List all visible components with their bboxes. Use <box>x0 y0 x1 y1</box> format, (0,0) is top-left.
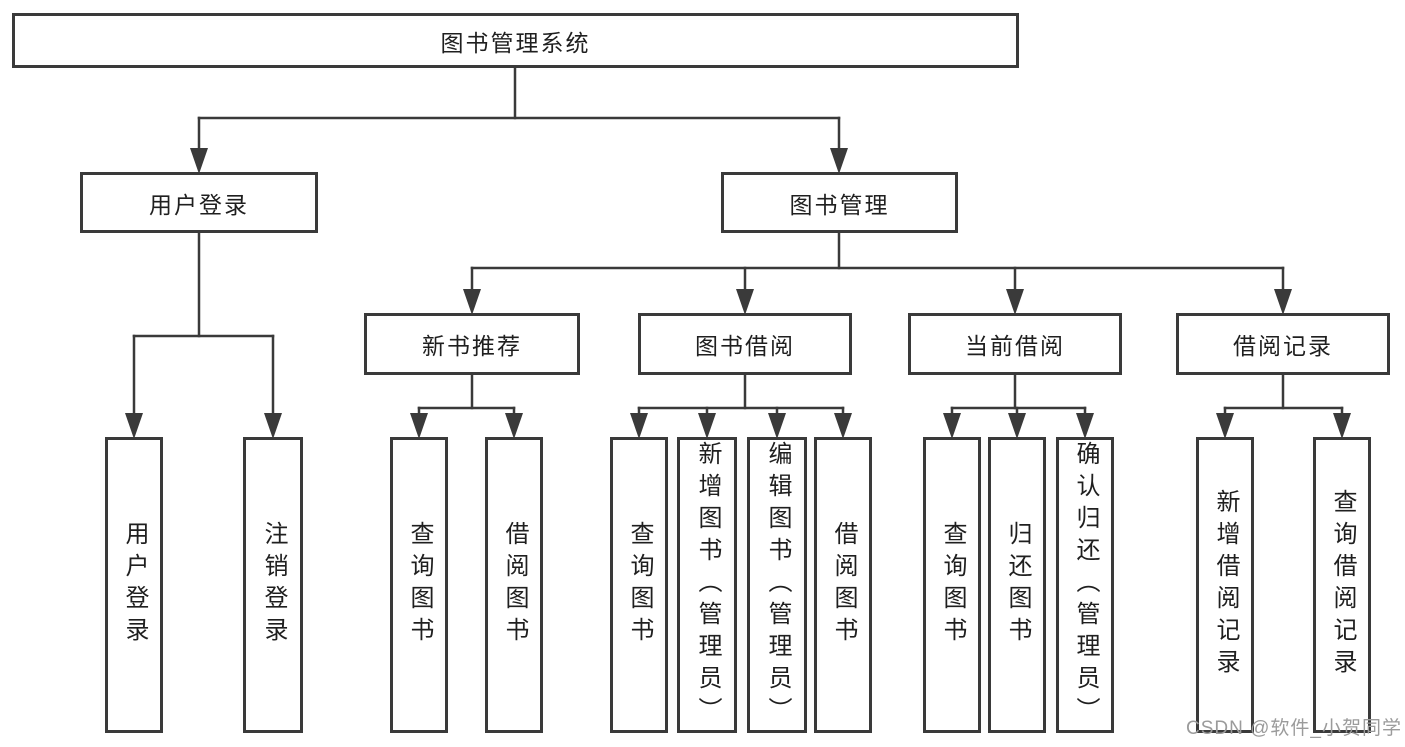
leaf-logout: 注销登录 <box>243 437 303 733</box>
leaf-add-borrow-record: 新增借阅记录 <box>1196 437 1254 733</box>
leaf-confirm-return-admin: 确认归还（管理员） <box>1056 437 1114 733</box>
node-current-borrow: 当前借阅 <box>908 313 1122 375</box>
leaf-edit-books-admin: 编辑图书（管理员） <box>747 437 807 733</box>
node-user-login: 用户登录 <box>80 172 318 233</box>
branch-borrow-records <box>1216 373 1351 439</box>
node-root: 图书管理系统 <box>12 13 1019 68</box>
branch-user-login <box>125 231 282 439</box>
branch-book-borrow <box>630 373 852 439</box>
leaf-query-books: 查询图书 <box>610 437 668 733</box>
node-book-management: 图书管理 <box>721 172 958 233</box>
leaf-user-login: 用户登录 <box>105 437 163 733</box>
node-book-borrow: 图书借阅 <box>638 313 852 375</box>
node-new-book-recommend: 新书推荐 <box>364 313 580 375</box>
branch-current-borrow <box>943 373 1094 439</box>
leaf-add-books-admin: 新增图书（管理员） <box>677 437 737 733</box>
leaf-query-borrow-record: 查询借阅记录 <box>1313 437 1371 733</box>
csdn-watermark: CSDN @软件_小贺同学 <box>1186 718 1402 739</box>
leaf-borrow-books: 借阅图书 <box>814 437 872 733</box>
leaf-query-books: 查询图书 <box>923 437 981 733</box>
leaf-return-books: 归还图书 <box>988 437 1046 733</box>
branch-root <box>190 66 848 174</box>
leaf-query-books: 查询图书 <box>390 437 448 733</box>
node-borrow-records: 借阅记录 <box>1176 313 1390 375</box>
branch-book-management <box>463 231 1292 315</box>
branch-new-book-recommend <box>410 373 523 439</box>
leaf-borrow-books: 借阅图书 <box>485 437 543 733</box>
